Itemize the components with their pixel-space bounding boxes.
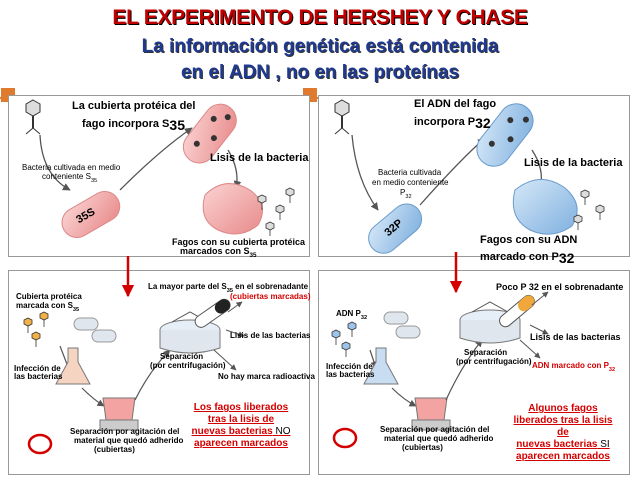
br-arrow-supernatant [531,291,549,306]
tr-culture-line1: Bacteria cultivada [378,168,442,177]
bl-conclusion-line2: tras la lisis de [207,414,275,425]
page-title: EL EXPERIMENTO DE HERSHEY Y CHASE [112,6,528,29]
tl-bacteria-culture [61,191,121,238]
bl-conclusion-line1: Los fagos liberados [193,402,289,413]
tr-culture-line2: en medio conteniente [372,178,449,187]
bl-arrow-to-blender [81,387,105,407]
br-phages [331,321,357,357]
br-red-circle [332,427,358,449]
br-lysis-label: Lisis de las bacterias [530,332,621,342]
bl-flask [55,347,91,385]
tl-heading-line1: La cubierta protéica del [72,100,196,112]
bl-no-mark: No hay marca radioactiva [218,372,315,381]
bl-conclusion: Los fagos liberados tras la lisis de nue… [186,402,296,450]
br-agitation-line1: Separación por agitación del [380,425,490,434]
bl-red-circle [27,433,53,455]
panel-sulfur-experiment [8,270,310,475]
bl-separation-line1: Separación [160,352,204,361]
bl-arrow-supernatant [227,301,243,313]
br-supernatant: Poco P 32 en el sobrenadante [496,282,624,292]
bl-lysis-label: Lisis de las bacterias [230,331,311,340]
tl-result-line1: Fagos con su cubierta protéica [172,237,306,247]
bl-bacteria-small [73,317,117,343]
br-arrow-to-centrifuge [445,339,483,401]
bl-blender [99,397,139,431]
panel-sulfur-labeling [8,95,310,257]
br-bacteria-small [383,311,421,339]
bl-arrow-no-mark [213,349,237,371]
br-separation-line2: (por centrifugación) [456,357,532,366]
bl-arrow-to-centrifuge [134,349,171,401]
br-arrow-dna-marked [519,339,541,359]
br-flask [363,347,399,385]
bl-coat-line1: Cubierta protéica [16,292,82,301]
bl-test-tube [194,298,231,328]
br-agitation-line3: (cubiertas) [402,443,443,452]
tr-heading-line1: El ADN del fago [414,98,497,110]
bl-agitation-line1: Separación por agitación del [70,427,180,436]
tr-phage-icon [334,99,350,135]
tr-result-line1: Fagos con su ADN [480,234,578,246]
br-conclusion-line1: Algunos fagos [528,403,598,414]
tr-bacteria-infected [476,103,534,167]
tl-result-line2: marcados con S35 [180,246,257,259]
subtitle-line-1: La información genética está contenida [141,36,499,57]
tl-culture-line1: Bacteria cultivada en medio [22,163,121,172]
tr-arrow-infect [351,134,379,211]
tr-bacteria-lysed [512,179,605,235]
tr-heading-line2: incorpora P32 [414,115,491,131]
tl-lysis-label: Lisis de la bacteria [210,152,309,164]
br-conclusion: Algunos fagos liberados tras la lisis de… [498,403,628,463]
br-dna-label: ADN P32 [336,309,368,321]
tl-bacteria-lysed [202,183,295,236]
br-blender [411,397,451,431]
br-dna-marked: ADN marcado con P32 [532,361,616,373]
bl-conclusion-line3: nuevas bacterias NO [191,426,291,437]
bl-phages [23,311,49,347]
br-conclusion-line2: liberados tras la lisis [513,415,613,426]
bl-agitation-line2: material que quedó adherido [74,436,184,445]
bl-infection-line2: las bacterias [14,372,63,381]
tl-arrow-to-infected [119,127,193,191]
bl-agitation-line3: (cubiertas) [94,445,135,454]
br-separation-line1: Separación [464,348,508,357]
br-infection-line2: las bacterias [326,370,375,379]
br-test-tube [499,294,536,328]
tr-lysis-label: Lisis de la bacteria [524,157,623,169]
tl-arrow-infect [39,134,71,191]
tl-heading-line2: fago incorpora S35 [82,117,185,133]
subtitle-line-2: en el ADN , no en las proteínas [180,62,460,83]
bl-supernatant-note: (cubiertas marcadas) [230,292,311,301]
br-infection-line1: Infección de [326,362,373,371]
tl-bacteria-infected [182,103,237,164]
bl-coat-line2: marcada con S35 [16,301,80,313]
br-agitation-line2: material que quedó adherido [384,434,494,443]
bl-supernatant: La mayor parte del S35 en el sobrenadant… [148,282,309,294]
bl-infection-line1: Infección de [14,364,61,373]
tl-culture-line2: conteniente S35 [42,172,98,184]
br-arrow-to-blender [391,387,417,407]
br-conclusion-line5: aparecen marcados [516,451,610,462]
tr-result-line2: marcado con P32 [480,250,575,266]
tr-culture-line3: P32 [400,188,412,200]
tr-bacteria-culture [368,203,423,254]
br-conclusion-line4: nuevas bacterias SI [516,439,610,450]
bl-separation-line2: (por centrifugación) [150,361,226,370]
br-conclusion-line3: de [557,427,569,438]
br-arrow-lysis [529,324,549,335]
bl-conclusion-line4: aparecen marcados [194,438,288,449]
tl-phage-icon [25,99,41,135]
bl-arrow-lysis [225,329,245,338]
